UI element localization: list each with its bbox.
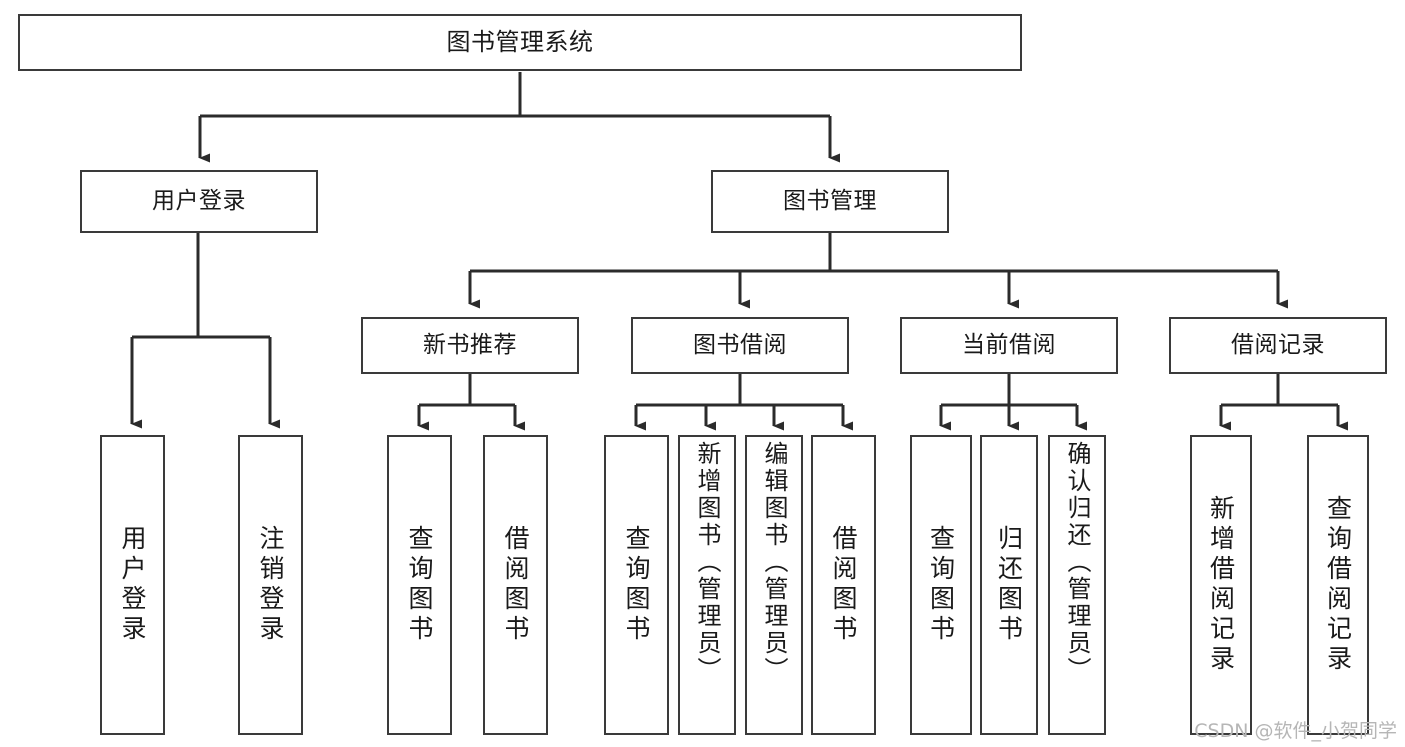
node-current-borrow[interactable]: 当前借阅 (900, 317, 1118, 374)
leaf-add-borrow-record[interactable]: 新增借阅记录 (1190, 435, 1252, 735)
node-label: 新增图书（管理员） (693, 441, 721, 684)
node-label: 新书推荐 (423, 331, 517, 358)
node-book-borrow[interactable]: 图书借阅 (631, 317, 849, 374)
node-label: 借阅图书 (829, 525, 858, 645)
node-label: 确认归还（管理员） (1063, 441, 1091, 684)
leaf-logout-login[interactable]: 注销登录 (238, 435, 303, 735)
node-label: 图书管理 (783, 187, 877, 214)
node-new-book-recommend[interactable]: 新书推荐 (361, 317, 579, 374)
node-label: 编辑图书（管理员） (760, 441, 788, 684)
leaf-query-book-borrow[interactable]: 查询图书 (604, 435, 669, 735)
leaf-edit-book-admin[interactable]: 编辑图书（管理员） (745, 435, 803, 735)
node-label: 借阅记录 (1231, 331, 1325, 358)
node-label: 用户登录 (152, 187, 246, 214)
leaf-borrow-book[interactable]: 借阅图书 (811, 435, 876, 735)
node-label: 查询图书 (926, 525, 956, 645)
node-label: 新增借阅记录 (1206, 495, 1236, 675)
leaf-query-book-current[interactable]: 查询图书 (910, 435, 972, 735)
leaf-return-book[interactable]: 归还图书 (980, 435, 1038, 735)
node-root-book-management-system[interactable]: 图书管理系统 (18, 14, 1022, 71)
node-label: 当前借阅 (962, 331, 1056, 358)
node-label: 用户登录 (118, 525, 147, 645)
node-user-login[interactable]: 用户登录 (80, 170, 318, 233)
leaf-user-login[interactable]: 用户登录 (100, 435, 165, 735)
leaf-query-book-recommend[interactable]: 查询图书 (387, 435, 452, 735)
node-label: 图书借阅 (693, 331, 787, 358)
node-label: 图书管理系统 (446, 28, 594, 57)
node-book-management[interactable]: 图书管理 (711, 170, 949, 233)
leaf-query-borrow-record[interactable]: 查询借阅记录 (1307, 435, 1369, 735)
leaf-confirm-return-admin[interactable]: 确认归还（管理员） (1048, 435, 1106, 735)
leaf-add-book-admin[interactable]: 新增图书（管理员） (678, 435, 736, 735)
node-label: 借阅图书 (501, 525, 530, 645)
node-label: 归还图书 (994, 525, 1024, 645)
node-label: 查询图书 (622, 525, 651, 645)
node-label: 查询图书 (405, 525, 434, 645)
leaf-borrow-book-recommend[interactable]: 借阅图书 (483, 435, 548, 735)
node-label: 注销登录 (256, 525, 285, 645)
node-label: 查询借阅记录 (1323, 495, 1353, 675)
node-borrow-record[interactable]: 借阅记录 (1169, 317, 1387, 374)
